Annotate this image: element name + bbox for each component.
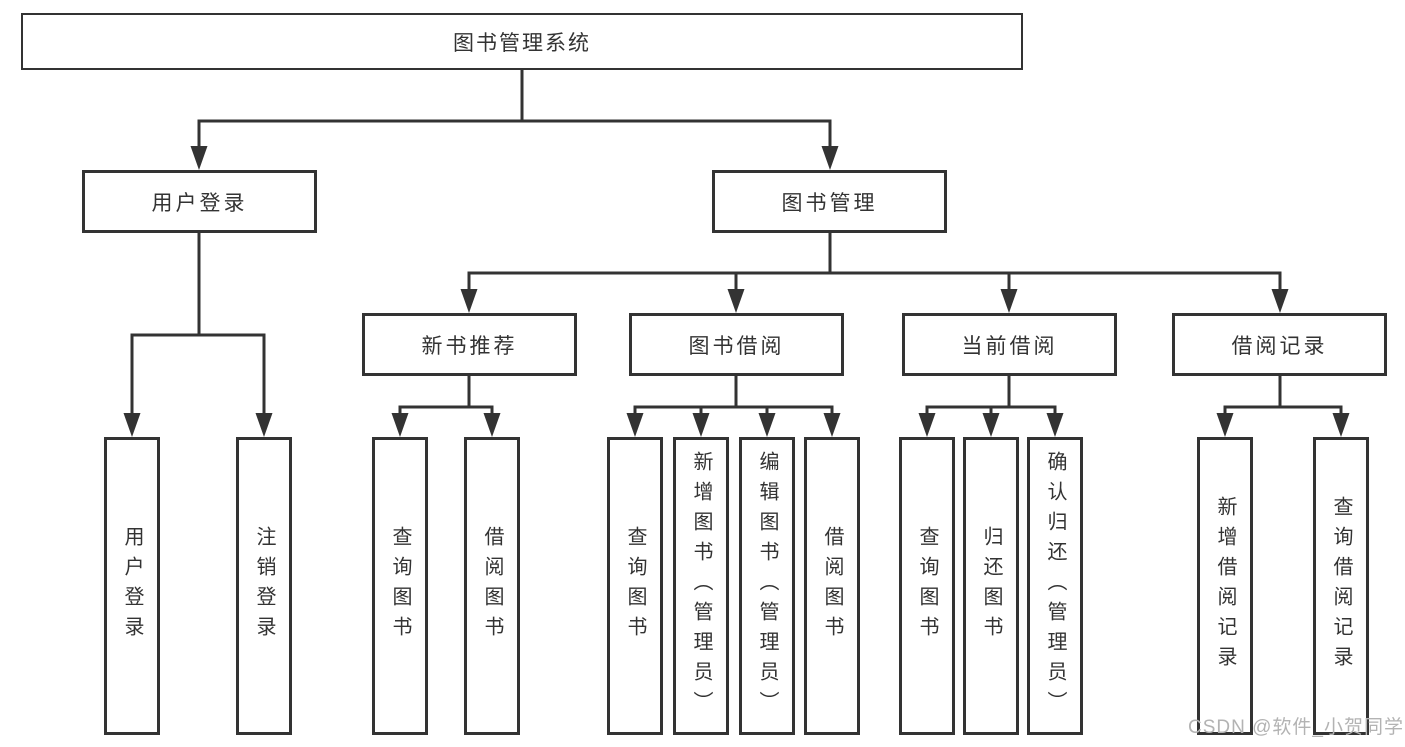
leaf-borrow-book-label: 借阅图书: [821, 526, 843, 646]
node-book-management: 图书管理: [712, 170, 947, 233]
leaf-return-book-label: 归还图书: [980, 526, 1002, 646]
node-library-management-system-label: 图书管理系统: [453, 31, 591, 55]
leaf-return-book: 归还图书: [963, 437, 1019, 735]
leaf-borrow-book: 借阅图书: [804, 437, 860, 735]
leaf-user-login-label: 用户登录: [121, 526, 143, 646]
node-new-book-recommend: 新书推荐: [362, 313, 577, 376]
leaf-logout-label: 注销登录: [253, 526, 275, 646]
leaf-confirm-return-admin-label: 确认归还（管理员）: [1044, 451, 1066, 721]
node-library-management-system: 图书管理系统: [21, 13, 1023, 70]
node-book-management-label: 图书管理: [781, 191, 878, 215]
leaf-query-book-recommend: 查询图书: [372, 437, 428, 735]
leaf-query-borrow-record-label: 查询借阅记录: [1330, 496, 1352, 676]
leaf-edit-book-admin: 编辑图书（管理员）: [739, 437, 795, 735]
leaf-query-book-borrow: 查询图书: [607, 437, 663, 735]
leaf-query-book-borrow-label: 查询图书: [624, 526, 646, 646]
node-new-book-recommend-label: 新书推荐: [421, 334, 518, 358]
leaf-logout: 注销登录: [236, 437, 292, 735]
node-book-borrow: 图书借阅: [629, 313, 844, 376]
node-book-borrow-label: 图书借阅: [688, 334, 785, 358]
leaf-add-book-admin-label: 新增图书（管理员）: [690, 451, 712, 721]
leaf-borrow-book-recommend-label: 借阅图书: [481, 526, 503, 646]
node-borrow-record: 借阅记录: [1172, 313, 1387, 376]
leaf-query-borrow-record: 查询借阅记录: [1313, 437, 1369, 735]
leaf-query-book-current: 查询图书: [899, 437, 955, 735]
leaf-borrow-book-recommend: 借阅图书: [464, 437, 520, 735]
leaf-edit-book-admin-label: 编辑图书（管理员）: [756, 451, 778, 721]
leaf-query-book-current-label: 查询图书: [916, 526, 938, 646]
leaf-add-borrow-record: 新增借阅记录: [1197, 437, 1253, 735]
node-current-borrow-label: 当前借阅: [961, 334, 1058, 358]
leaf-confirm-return-admin: 确认归还（管理员）: [1027, 437, 1083, 735]
node-current-borrow: 当前借阅: [902, 313, 1117, 376]
node-user-login-label: 用户登录: [151, 191, 248, 215]
node-borrow-record-label: 借阅记录: [1231, 334, 1328, 358]
csdn-watermark: CSDN @软件_小贺同学: [1188, 717, 1404, 738]
node-user-login: 用户登录: [82, 170, 317, 233]
leaf-query-book-recommend-label: 查询图书: [389, 526, 411, 646]
leaf-add-borrow-record-label: 新增借阅记录: [1214, 496, 1236, 676]
leaf-add-book-admin: 新增图书（管理员）: [673, 437, 729, 735]
leaf-user-login: 用户登录: [104, 437, 160, 735]
